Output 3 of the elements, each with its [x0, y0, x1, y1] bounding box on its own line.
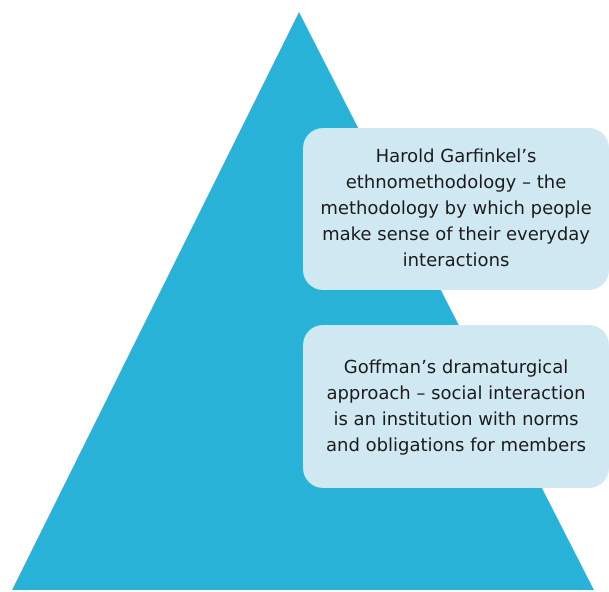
callout-text: Goffman’s dramaturgical approach – social interaction is an institution with norms and obligations for members [325, 356, 587, 458]
callout-text: Harold Garfinkel’s ethnomethodology – the methodology by which people make sense of their everyday interactions [319, 145, 593, 273]
callout-box [303, 128, 609, 290]
